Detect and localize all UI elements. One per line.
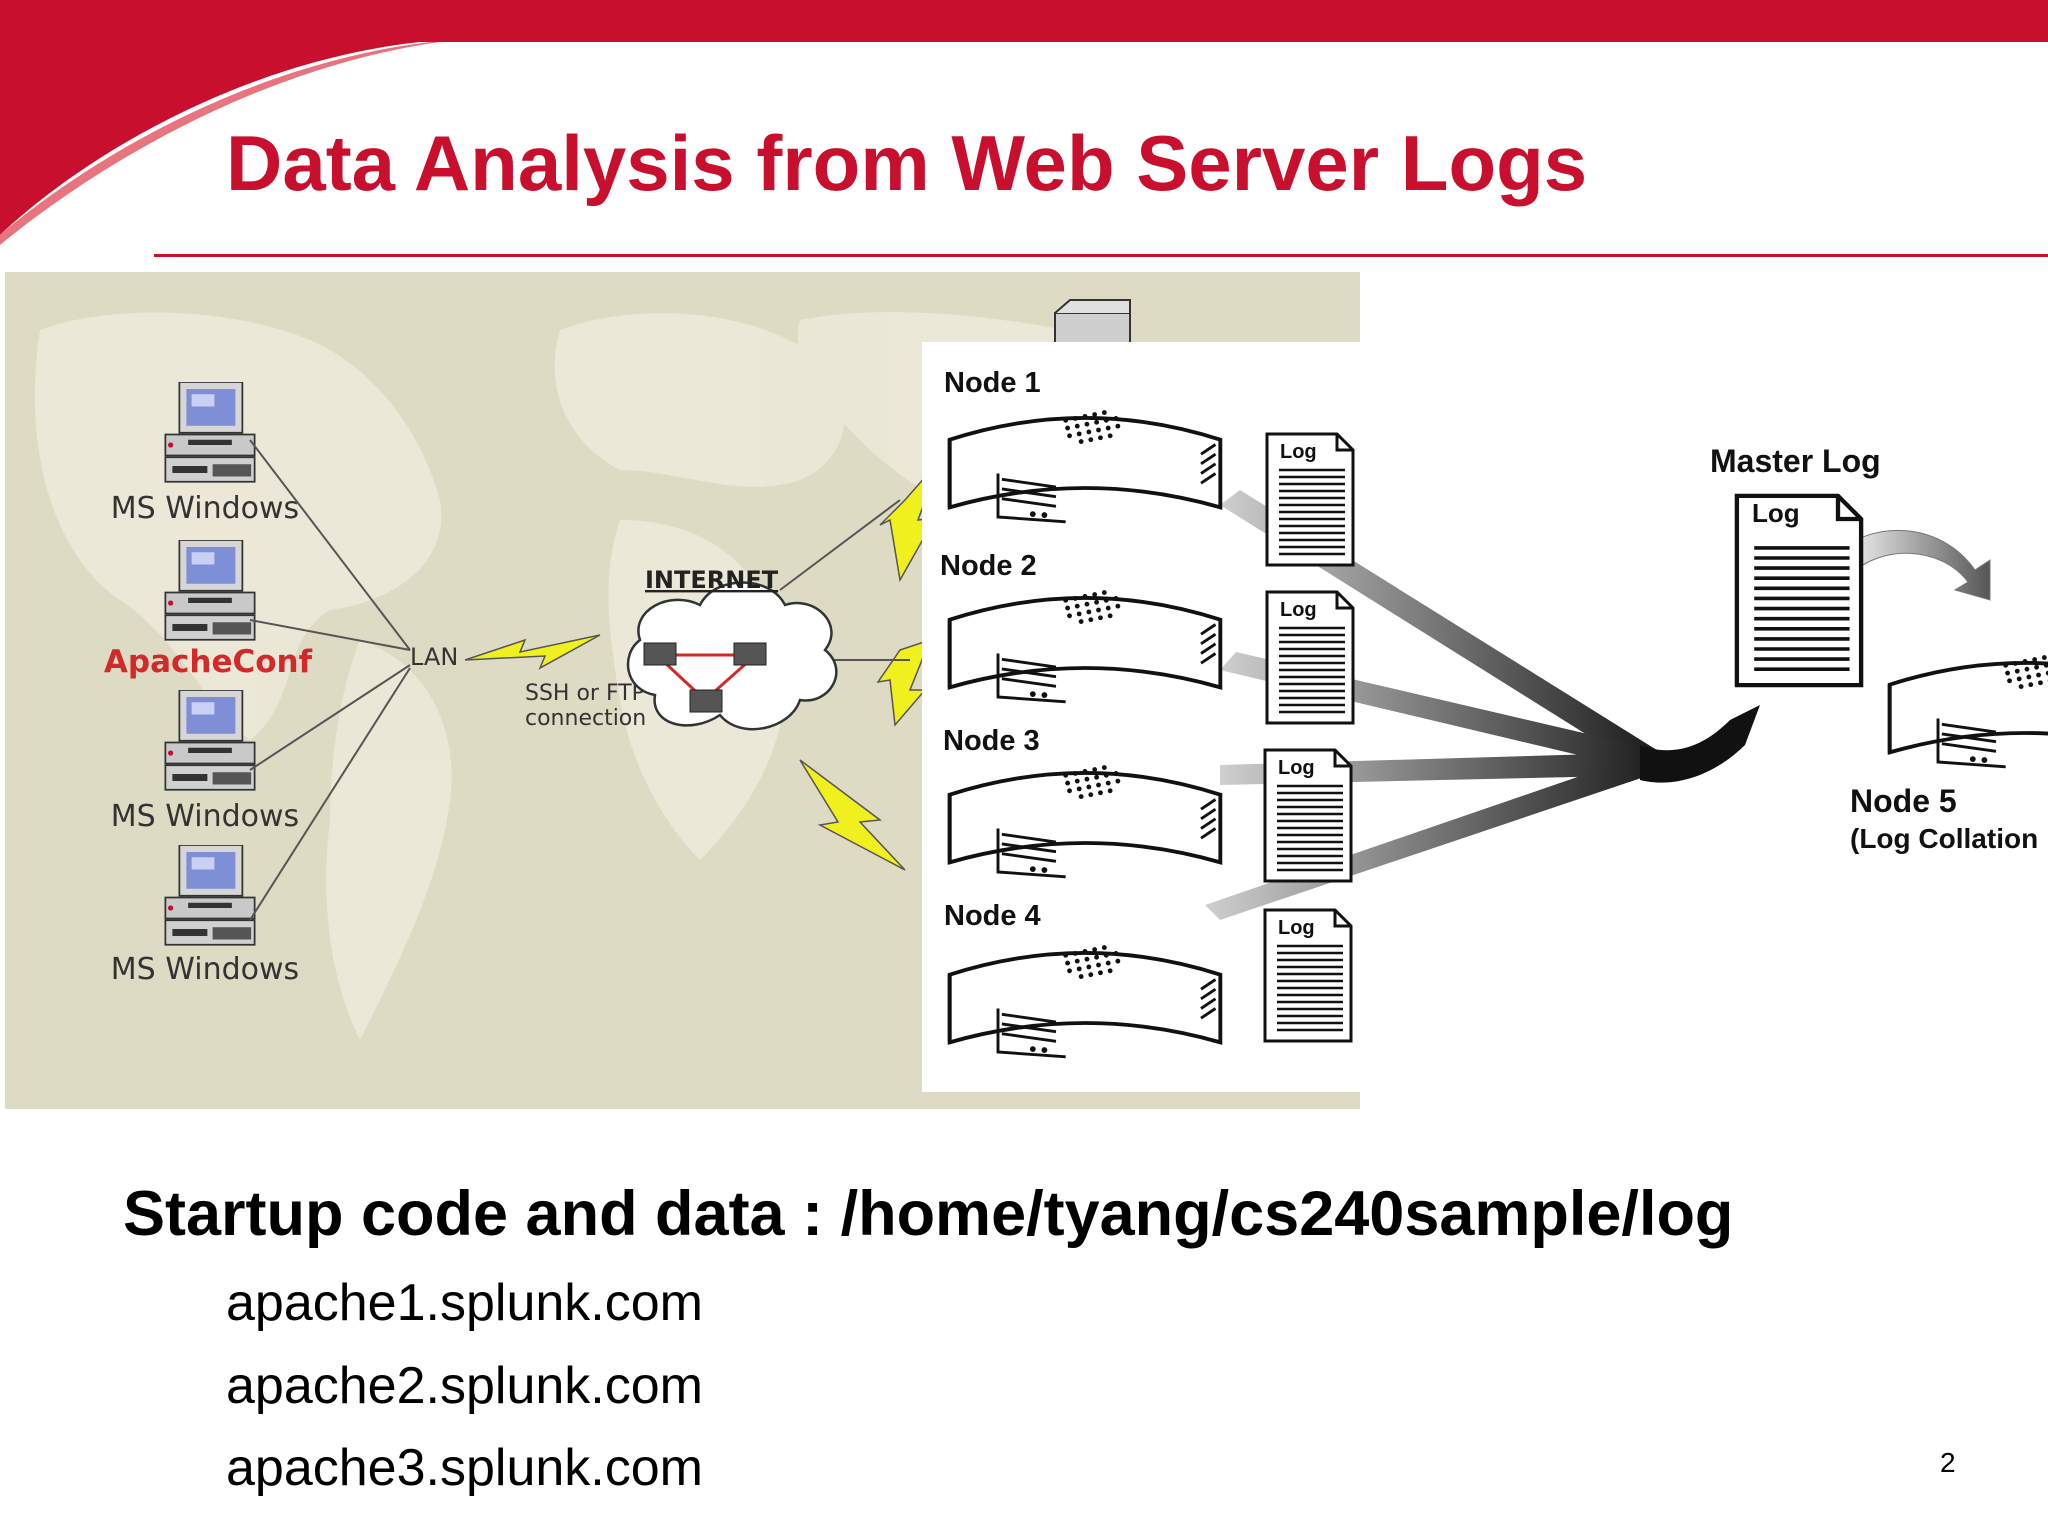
- connection-label-line1: SSH or FTP: [525, 681, 645, 706]
- log-label-1: Log: [1280, 441, 1317, 463]
- log-label-3: Log: [1278, 757, 1315, 779]
- host-item-2: apache2.splunk.com: [226, 1357, 703, 1415]
- node-label-1: Node 1: [944, 367, 1041, 399]
- client-computer-1-icon: [164, 382, 256, 483]
- collector-label: Node 5: [1850, 783, 1957, 819]
- internet-cloud-icon: [626, 581, 838, 731]
- internet-label: INTERNET: [645, 566, 779, 594]
- client-computer-4-icon: [164, 845, 256, 946]
- header-decoration: [0, 0, 2048, 245]
- connection-label-line2: connection: [525, 706, 646, 731]
- master-log-label: Master Log: [1710, 443, 1881, 479]
- lan-label: LAN: [410, 643, 458, 671]
- client-label-2: ApacheConf: [104, 644, 313, 680]
- master-log-doc-label: Log: [1752, 498, 1800, 528]
- slide-title: Data Analysis from Web Server Logs: [226, 119, 1588, 207]
- client-label-3: MS Windows: [111, 799, 299, 834]
- host-item-3: apache3.splunk.com: [226, 1439, 703, 1497]
- client-label-1: MS Windows: [111, 491, 299, 526]
- log-label-2: Log: [1280, 599, 1317, 621]
- collector-sublabel: (Log Collation: [1850, 823, 2038, 854]
- server-icon: [1054, 299, 1131, 344]
- node-label-3: Node 3: [943, 725, 1040, 757]
- client-label-4: MS Windows: [111, 952, 299, 987]
- host-item-1: apache1.splunk.com: [226, 1274, 703, 1332]
- page-number: 2: [1940, 1447, 1956, 1478]
- client-computer-2-icon: [164, 540, 256, 641]
- log-architecture-diagram: MS Windows ApacheConf MS Windows MS Wind…: [5, 272, 2048, 1109]
- log-label-4: Log: [1278, 917, 1315, 939]
- client-computer-3-icon: [164, 690, 256, 791]
- title-divider: [154, 254, 2048, 257]
- node-label-4: Node 4: [944, 900, 1041, 932]
- startup-path-text: Startup code and data : /home/tyang/cs24…: [123, 1179, 1734, 1249]
- lan-connections: [249, 439, 411, 921]
- node-label-2: Node 2: [940, 550, 1037, 582]
